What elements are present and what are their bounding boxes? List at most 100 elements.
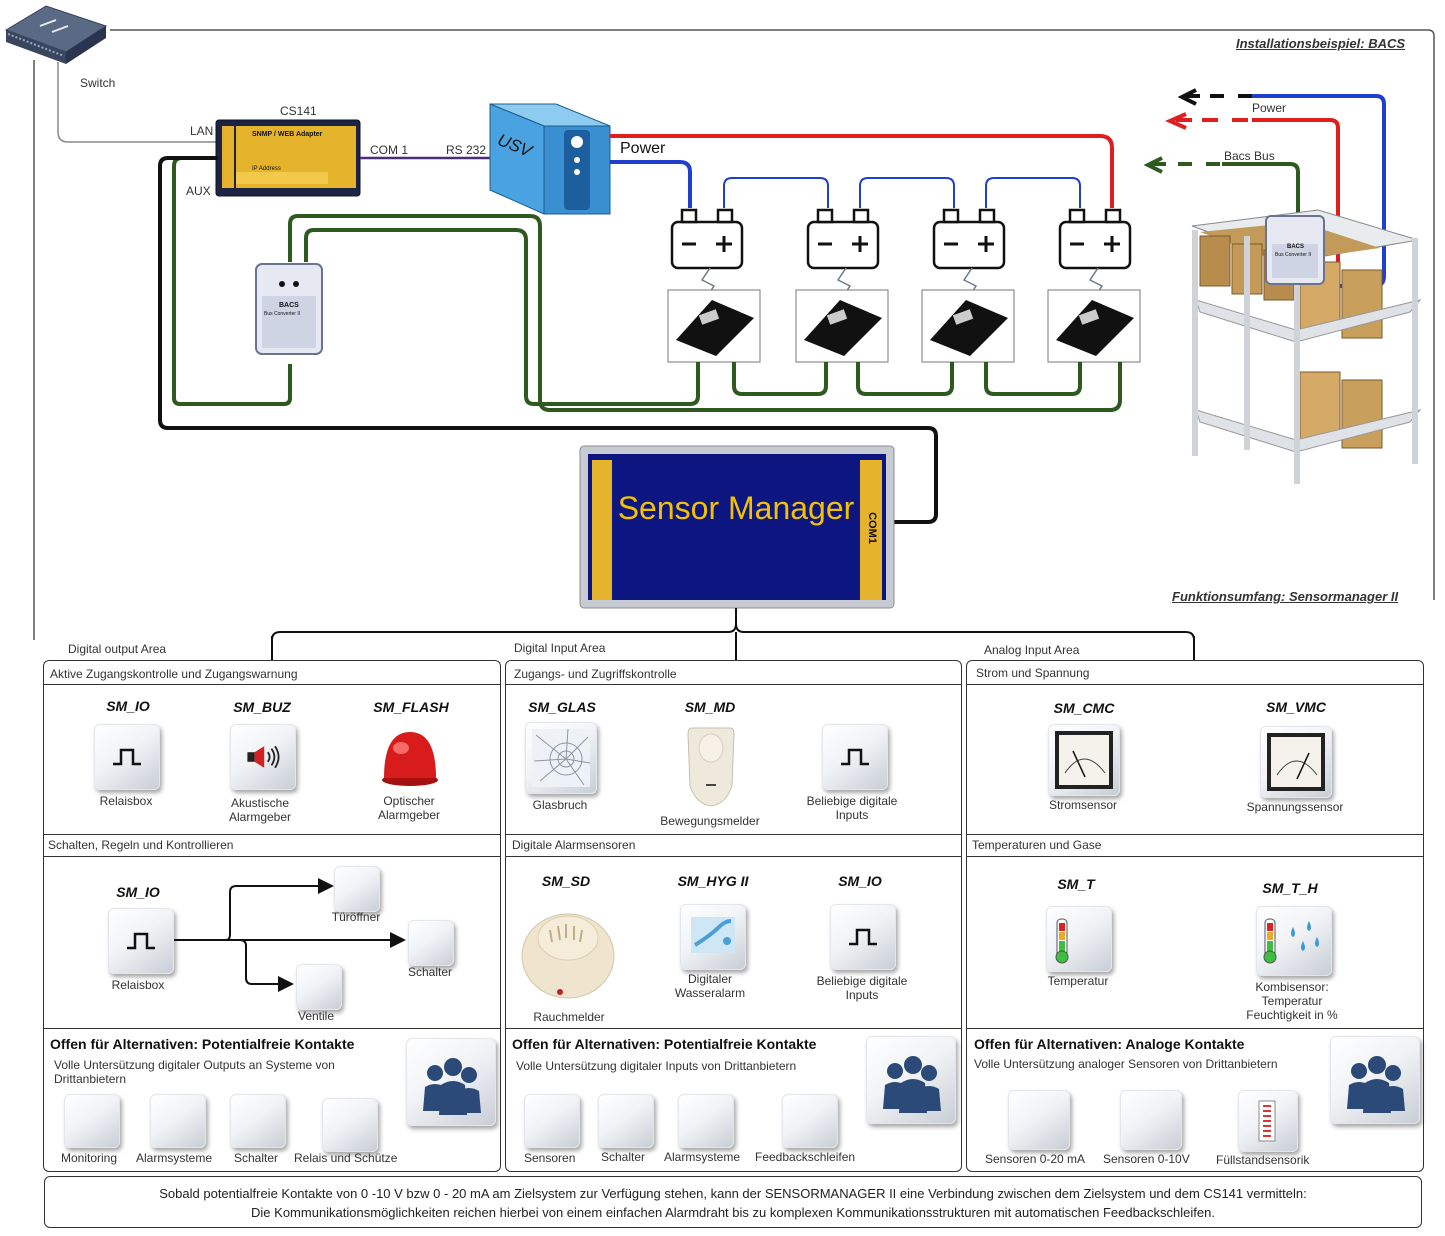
valve-tile (296, 964, 342, 1010)
alarm-systems-tile (678, 1094, 734, 1148)
col1-sec1-caption-0: Relaisbox (99, 794, 153, 808)
col3-sec3-desc: Volle Untersützung analoger Sensoren von… (974, 1057, 1278, 1071)
col1-sec3-desc: Volle Untersützung digitaler Outputs an … (54, 1058, 335, 1086)
col2-sec1-code-0: SM_GLAS (528, 699, 596, 715)
switch-label: Switch (80, 76, 116, 90)
col3-sec3-item-0: Sensoren 0-20 mA (985, 1152, 1086, 1166)
battery-monitor-modules (667, 289, 1141, 363)
sensors-tile (524, 1094, 580, 1148)
col2-sec2-code-2: SM_IO (838, 873, 882, 889)
glass-break-icon (525, 722, 597, 794)
col3-sec3-title: Offen für Alternativen: Analoge Kontakte (974, 1036, 1245, 1052)
sensor-0-20ma-tile (1008, 1090, 1070, 1150)
water-alarm-icon (680, 904, 746, 970)
col3-sec2-code-0: SM_T (1057, 876, 1095, 892)
sm-com1-label: COM1 (865, 512, 878, 544)
sensor-0-10v-tile (1120, 1090, 1182, 1150)
legend-bus-label: Bacs Bus (1224, 149, 1275, 163)
battery-3 (932, 208, 1006, 270)
col2-sec1-caption-0: Glasbruch (532, 798, 588, 812)
col1-sec1-caption-2: Optischer Alarmgeber (377, 794, 441, 822)
people-icon (406, 1038, 496, 1126)
col1-sec2-relais: Relaisbox (111, 978, 165, 992)
col2-sec2-code-1: SM_HYG II (677, 873, 749, 889)
monitoring-tile (64, 1094, 120, 1148)
battery-4 (1058, 208, 1132, 270)
footer-line-1: Sobald potentialfreie Kontakte von 0 -10… (159, 1186, 1307, 1201)
ammeter-icon (1048, 724, 1120, 796)
col2-sec3-item-1: Schalter (601, 1150, 646, 1164)
aux-label: AUX (186, 184, 211, 198)
col3-sec3-item-1: Sensoren 0-10V (1103, 1152, 1190, 1166)
battery-2 (806, 208, 880, 270)
adapter-ip-label: IP Address (252, 166, 281, 172)
col1-sec3-title: Offen für Alternativen: Potentialfreie K… (50, 1036, 355, 1052)
install-title: Installationsbeispiel: BACS (1236, 36, 1406, 51)
col1-target-0: Türöffner (331, 910, 381, 924)
power-label: Power (620, 140, 666, 157)
col2-sec2-caption-2: Beliebige digitale Inputs (816, 974, 908, 1002)
bacs-left-sub: Bus Converter II (264, 311, 301, 317)
col3-sec2-code-1: SM_T_H (1262, 880, 1318, 896)
col3-sec1-code-0: SM_CMC (1053, 700, 1115, 716)
sensor-manager-device (579, 445, 895, 609)
people-icon (1330, 1036, 1420, 1124)
combisensor-icon (1256, 906, 1332, 976)
col1-sec2-code: SM_IO (116, 884, 160, 900)
flash-light-icon (379, 728, 441, 788)
smoke-detector-icon (520, 904, 616, 1000)
bacs-bus-converter-left (255, 263, 323, 355)
alarm-systems-tile (150, 1094, 206, 1148)
col3-sec2-title: Temperaturen und Gase (972, 838, 1102, 852)
col3-sec1-title: Strom und Spannung (976, 666, 1090, 680)
relay-contactor-tile (322, 1098, 378, 1152)
function-title: Funktionsumfang: Sensormanager II (1172, 589, 1399, 604)
tree-connectors-lower (271, 636, 1195, 660)
digital-output-area-label: Digital output Area (68, 642, 167, 656)
col1-sec1-title: Aktive Zugangskontrolle und Zugangswarnu… (50, 667, 298, 681)
relaisbox-icon (830, 904, 896, 970)
col2-sec1-code-1: SM_MD (684, 699, 736, 715)
legend-arrows (1143, 88, 1386, 288)
legend-power-label: Power (1252, 101, 1287, 115)
switch-tile (408, 920, 454, 966)
battery-rack-image (1191, 209, 1422, 484)
speaker-icon (230, 724, 296, 790)
col2-sec2-title: Digitale Alarmsensoren (512, 838, 636, 852)
bacs-right-title: BACS (1287, 244, 1305, 250)
battery-1 (670, 208, 744, 270)
people-icon (866, 1036, 956, 1124)
col1-sec3-item-0: Monitoring (61, 1151, 118, 1165)
digital-input-relaisbox-icon (822, 724, 888, 790)
col1-target-2: Ventile (297, 1009, 335, 1023)
battery-icons (670, 208, 1132, 270)
col3-sec1-caption-1: Spannungssensor (1246, 800, 1344, 814)
door-opener-tile (334, 866, 380, 912)
bacs-right-sub: Bus Converter II (1275, 252, 1312, 258)
switch-tile (230, 1094, 286, 1148)
col1-sec1-caption-1: Akustische Alarmgeber (228, 796, 292, 824)
adapter-title: SNMP / WEB Adapter (252, 131, 323, 138)
col2-sec3-item-2: Alarmsysteme (664, 1150, 741, 1164)
col1-sec3-item-1: Alarmsysteme (136, 1151, 213, 1165)
motion-detector-icon (686, 724, 736, 808)
usv-ups-unit (489, 103, 611, 215)
col1-sec3-item-3: Relais und Schütze (294, 1151, 398, 1165)
feedback-loops-tile (782, 1094, 838, 1148)
col3-sec2-caption-1: Kombisensor: Temperatur Feuchtigkeit in … (1246, 980, 1338, 1022)
switch-tile (598, 1094, 654, 1148)
relay-branch-arrows (174, 878, 406, 992)
thermometer-icon (1046, 906, 1112, 972)
switch-icon (4, 5, 108, 64)
cs141-label: CS141 (280, 104, 317, 118)
digital-input-area-label: Digital Input Area (514, 641, 606, 655)
cs141-adapter (215, 119, 361, 197)
level-sensor-icon (1238, 1090, 1298, 1152)
col2-sec1-caption-1: Bewegungsmelder (660, 814, 760, 828)
com1-label: COM 1 (370, 143, 409, 157)
rs232-label: RS 232 (446, 143, 487, 157)
col2-sec1-caption-2: Beliebige digitale Inputs (806, 794, 898, 822)
col2-sec2-caption-0: Rauchmelder (533, 1010, 605, 1024)
col1-sec1-code-1: SM_BUZ (233, 699, 291, 715)
col2-sec3-title: Offen für Alternativen: Potentialfreie K… (512, 1036, 817, 1052)
